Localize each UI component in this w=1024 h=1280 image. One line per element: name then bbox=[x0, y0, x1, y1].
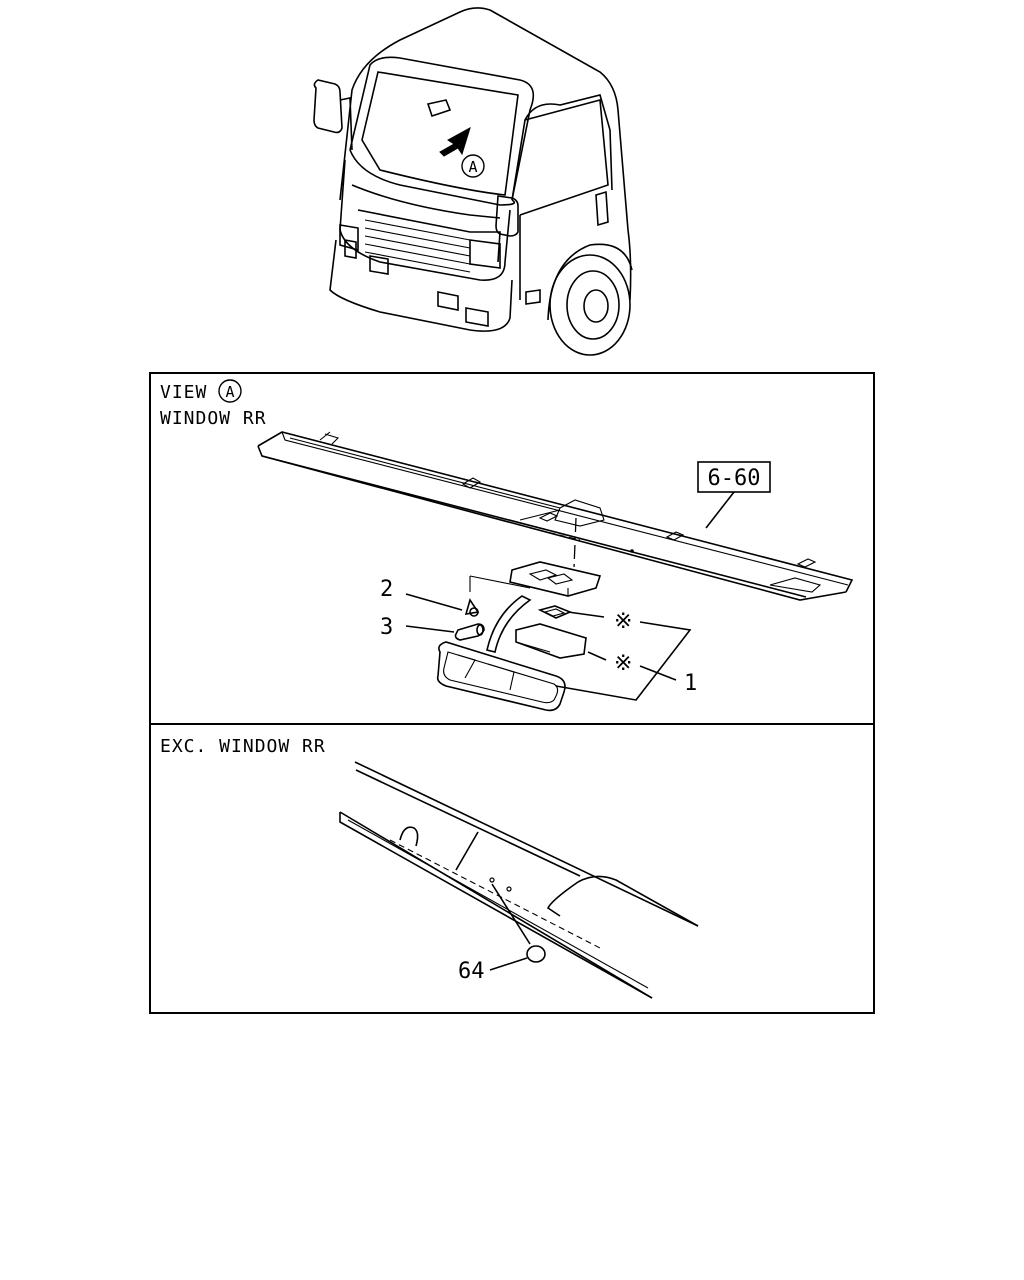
panel-title-window-rr: WINDOW RR bbox=[160, 408, 267, 429]
panel-title-exc-window-rr: EXC. WINDOW RR bbox=[160, 736, 326, 757]
header-rail-part bbox=[257, 431, 854, 601]
callout-3[interactable]: 3 bbox=[380, 615, 393, 640]
callout-star-cover-b: ※ bbox=[614, 651, 632, 676]
plug-part bbox=[526, 945, 546, 963]
view-label: VIEW bbox=[160, 382, 207, 403]
callout-64[interactable]: 64 bbox=[458, 959, 485, 984]
mirror-bracket-part bbox=[469, 517, 602, 597]
screw-part bbox=[464, 598, 480, 617]
mirror-stem-part bbox=[486, 595, 532, 653]
view-marker-letter: A bbox=[468, 158, 477, 176]
callout-2[interactable]: 2 bbox=[380, 577, 393, 602]
view-arrow-icon bbox=[439, 126, 471, 157]
truck-cab-illustration: A bbox=[313, 7, 633, 356]
view-marker-a[interactable]: A bbox=[461, 154, 485, 178]
panel-exc-window-rr: EXC. WINDOW RR 64 bbox=[160, 736, 699, 999]
rearview-mirror-part bbox=[436, 641, 566, 712]
callout-star-cover: ※ bbox=[614, 609, 632, 634]
view-circle-icon bbox=[218, 379, 242, 403]
header-panel-part bbox=[339, 761, 699, 999]
view-circle-letter: A bbox=[225, 383, 234, 401]
reference-box-6-60[interactable]: 6-60 bbox=[697, 461, 771, 493]
diagram-frame bbox=[149, 372, 875, 1014]
reference-box-label: 6-60 bbox=[708, 466, 761, 491]
panel-window-rr: VIEW A WINDOW RR bbox=[160, 379, 854, 712]
callout-1[interactable]: 1 bbox=[684, 671, 697, 696]
pin-part bbox=[454, 623, 485, 641]
